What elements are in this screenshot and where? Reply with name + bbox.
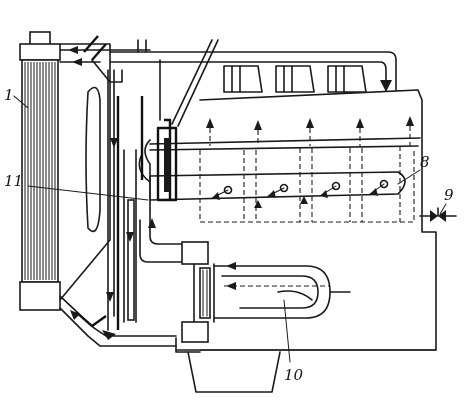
- top-header-pipe-inner: [109, 61, 387, 91]
- drain-valve-left-wing: [430, 210, 438, 222]
- leader-oil-cooler: [283, 299, 291, 363]
- water-gallery-upper-2: [149, 145, 419, 151]
- pump-tube-inner: [127, 199, 135, 321]
- flow-arrow-upper-2: [72, 58, 82, 66]
- header-stem-3: [283, 65, 293, 93]
- thermostat-element: [164, 138, 170, 192]
- leader-manifold: [397, 169, 421, 185]
- radiator-bottom-tank: [19, 281, 61, 311]
- header-stem-4: [335, 65, 345, 93]
- label-manifold: 8: [420, 153, 430, 171]
- pump-casing-walls: [116, 96, 144, 330]
- arrow-cooler-top: [226, 262, 236, 270]
- header-stem-1: [137, 39, 147, 53]
- cooler-inner-curve: [277, 290, 313, 301]
- drain-valve: [419, 207, 457, 222]
- water-jacket-dashed: [199, 150, 415, 223]
- cooler-header-top: [181, 241, 209, 265]
- header-stem-2: [231, 65, 241, 93]
- header-port-3: [327, 65, 367, 93]
- cooler-loop-outer: [213, 265, 331, 319]
- jacket-flow-arrows: [206, 116, 414, 146]
- pump-tube: [123, 149, 137, 323]
- leader-radiator: [13, 95, 29, 109]
- arrow-column-b: [300, 196, 308, 204]
- arrow-cooler: [226, 282, 236, 290]
- arrow-lower-hose: [70, 310, 80, 320]
- drain-valve-right-wing: [438, 210, 446, 222]
- engine-block: [149, 89, 437, 393]
- jacket-column-2: [299, 148, 313, 222]
- leader-thermostat: [27, 185, 149, 201]
- radiator: [19, 31, 61, 311]
- fan-shroud: [59, 43, 111, 301]
- jacket-column-3: [349, 148, 363, 222]
- lower-hose-clamp: [75, 311, 107, 328]
- jacket-column-1: [243, 150, 257, 222]
- flow-arrow-header: [380, 80, 392, 92]
- cooler-body: [193, 263, 215, 323]
- manifold-nozzles: [211, 179, 389, 200]
- arrow-column-a: [254, 200, 262, 208]
- engine-outline: [199, 89, 437, 351]
- thermostat-bend: [144, 139, 151, 211]
- label-oil-cooler: 10: [284, 366, 304, 384]
- cooler-core: [199, 267, 211, 319]
- arrow-down-1: [110, 138, 118, 148]
- cooler-feed-pipe: [149, 209, 187, 245]
- oil-pan: [187, 351, 281, 393]
- flow-arrow-upper-1: [68, 46, 78, 54]
- cooler-header-bottom: [181, 321, 209, 343]
- radiator-core-fins: [24, 62, 56, 280]
- top-header-pipe: [109, 51, 397, 91]
- arrow-down-2: [126, 232, 134, 242]
- lower-hose-inner: [59, 307, 177, 347]
- thermostat-rod: [171, 39, 219, 127]
- leader-lines: [13, 95, 447, 363]
- label-thermostat: 11: [4, 172, 23, 190]
- callout-labels: 1 8 9 10 11: [4, 86, 454, 384]
- arrow-down-3: [106, 292, 114, 302]
- header-port-1: [223, 65, 263, 93]
- oil-cooler: [139, 209, 351, 343]
- label-radiator: 1: [4, 86, 14, 104]
- label-drain-valve: 9: [444, 186, 454, 204]
- fan-blade: [85, 86, 101, 233]
- header-port-2: [275, 65, 315, 93]
- cooler-core-lines: [202, 269, 208, 317]
- cooler-feed-pipe-2: [139, 219, 187, 263]
- diagonal-inlet-pipe: [83, 35, 107, 61]
- leader-drain: [439, 203, 447, 215]
- cooler-loop-inner: [221, 275, 319, 309]
- water-gallery-upper: [149, 137, 421, 145]
- lower-hose: [59, 295, 177, 347]
- arrow-lower-hose-2: [102, 330, 116, 340]
- distribution-manifold: [149, 171, 406, 201]
- pan-flange: [175, 337, 201, 353]
- elbow-to-pump: [91, 59, 123, 83]
- radiator-top-tank: [19, 43, 61, 61]
- thermostat-housing: [106, 69, 178, 331]
